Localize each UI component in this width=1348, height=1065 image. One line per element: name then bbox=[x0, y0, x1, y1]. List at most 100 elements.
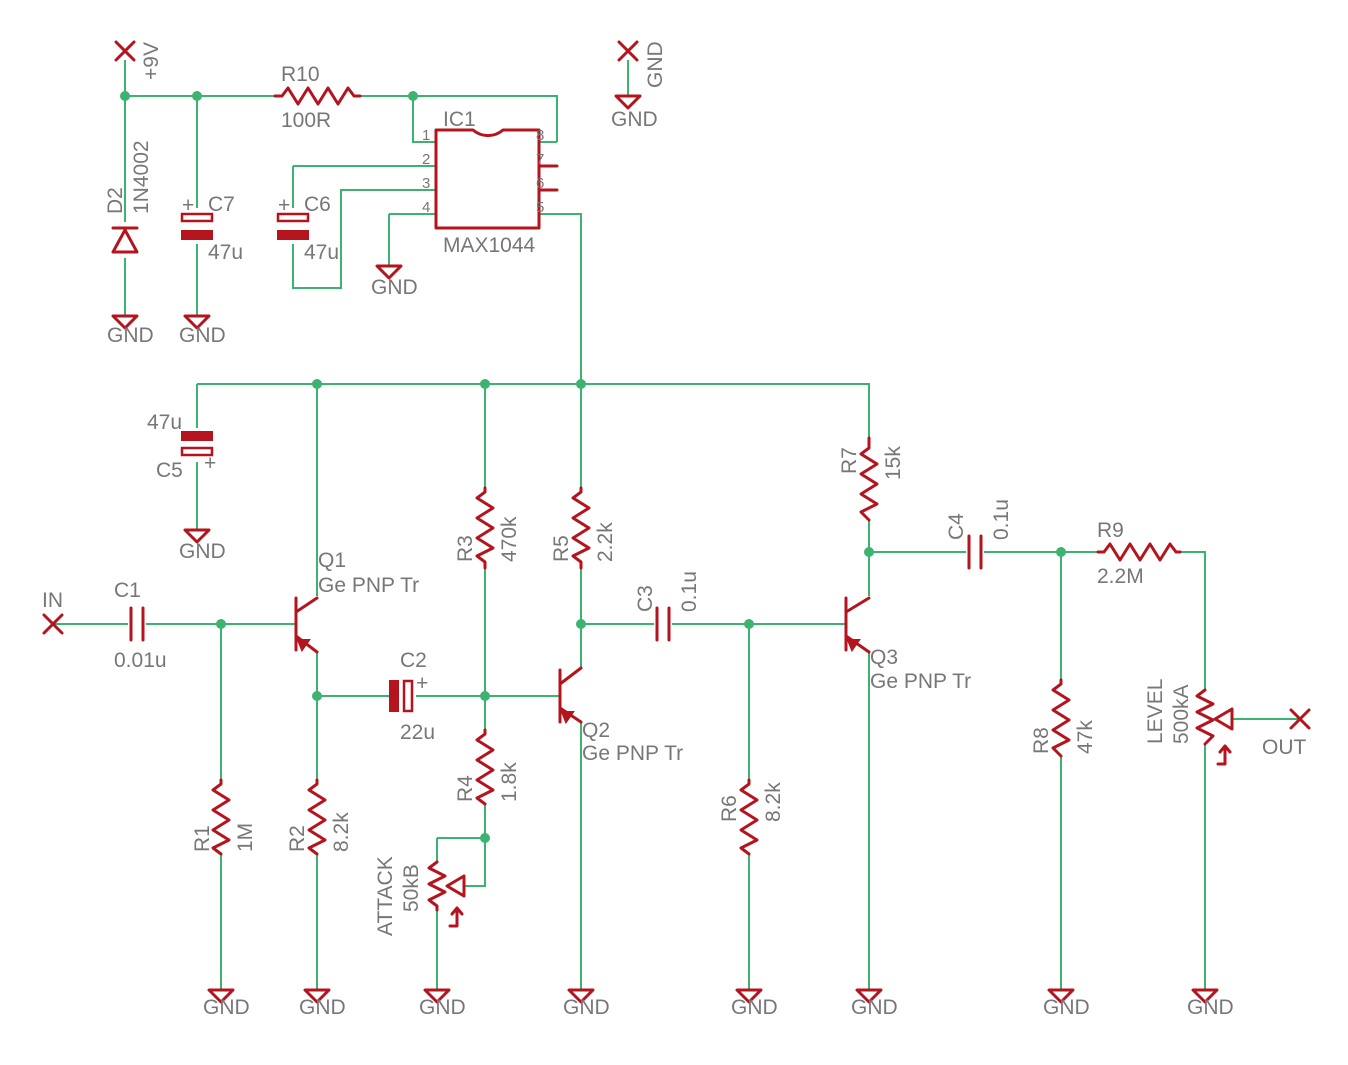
svg-text:R1: R1 bbox=[191, 825, 214, 852]
svg-text:GND: GND bbox=[731, 996, 778, 1019]
svg-text:R10: R10 bbox=[281, 63, 320, 86]
svg-text:1: 1 bbox=[422, 127, 430, 144]
capacitor-c1: C1 0.01u bbox=[114, 579, 167, 672]
supply-label: +9V bbox=[140, 42, 163, 80]
svg-text:C5: C5 bbox=[156, 459, 183, 482]
gnd-icon: GND bbox=[371, 264, 418, 299]
svg-text:R8: R8 bbox=[1030, 727, 1053, 754]
svg-text:470k: 470k bbox=[498, 516, 521, 562]
potentiometer-attack: ATTACK 50kB bbox=[374, 856, 466, 936]
svg-text:50kB: 50kB bbox=[400, 864, 423, 912]
junction bbox=[312, 691, 322, 701]
svg-text:GND: GND bbox=[851, 996, 898, 1019]
gnd-icon: GND bbox=[1043, 988, 1090, 1019]
svg-text:GND: GND bbox=[1043, 996, 1090, 1019]
svg-text:GND: GND bbox=[179, 540, 226, 563]
gnd-flag-label: GND bbox=[644, 41, 667, 88]
svg-text:2.2k: 2.2k bbox=[594, 522, 617, 562]
svg-text:Ge PNP Tr: Ge PNP Tr bbox=[870, 670, 971, 693]
svg-text:47u: 47u bbox=[208, 241, 243, 264]
ic1-name: IC1 bbox=[443, 108, 476, 131]
junction bbox=[864, 547, 874, 557]
junction bbox=[192, 91, 202, 101]
svg-text:+: + bbox=[416, 672, 428, 695]
svg-text:8: 8 bbox=[536, 127, 544, 144]
resistor-r5: R5 2.2k bbox=[550, 486, 617, 570]
ground-symbols: GND GND GND GND GND GND GND GND GND GND … bbox=[107, 94, 1234, 1019]
gnd-icon: GND bbox=[107, 314, 154, 347]
svg-text:2.2M: 2.2M bbox=[1097, 565, 1144, 588]
input-label: IN bbox=[42, 589, 63, 612]
resistor-r4: R4 1.8k bbox=[454, 728, 521, 806]
svg-text:+: + bbox=[182, 194, 194, 217]
svg-text:22u: 22u bbox=[400, 721, 435, 744]
svg-text:GND: GND bbox=[611, 108, 658, 131]
svg-text:C7: C7 bbox=[208, 193, 235, 216]
junction bbox=[744, 619, 754, 629]
svg-text:+: + bbox=[204, 452, 216, 475]
gnd-icon: GND bbox=[1187, 988, 1234, 1019]
junction bbox=[480, 833, 490, 843]
svg-text:7: 7 bbox=[536, 151, 544, 168]
svg-text:GND: GND bbox=[371, 276, 418, 299]
svg-text:GND: GND bbox=[299, 996, 346, 1019]
resistor-r2: R2 8.2k bbox=[286, 778, 353, 856]
junction bbox=[480, 691, 490, 701]
svg-text:R7: R7 bbox=[838, 447, 861, 474]
resistor-r7: R7 15k bbox=[838, 436, 905, 522]
svg-text:C3: C3 bbox=[634, 585, 657, 612]
svg-text:C6: C6 bbox=[304, 193, 331, 216]
junction bbox=[312, 379, 322, 389]
capacitor-c2: + C2 22u bbox=[389, 649, 435, 744]
svg-text:4: 4 bbox=[422, 199, 430, 216]
svg-text:0.1u: 0.1u bbox=[678, 571, 701, 612]
svg-text:R5: R5 bbox=[550, 535, 573, 562]
svg-text:Ge PNP Tr: Ge PNP Tr bbox=[318, 574, 419, 597]
svg-text:Q1: Q1 bbox=[318, 549, 346, 572]
svg-text:LEVEL: LEVEL bbox=[1144, 679, 1167, 744]
svg-text:R4: R4 bbox=[454, 775, 477, 802]
svg-text:ATTACK: ATTACK bbox=[374, 856, 397, 936]
output-label: OUT bbox=[1262, 736, 1307, 759]
junction bbox=[480, 379, 490, 389]
svg-text:R3: R3 bbox=[454, 535, 477, 562]
svg-text:1M: 1M bbox=[234, 823, 257, 852]
capacitor-c3: C3 0.1u bbox=[634, 571, 701, 642]
junctions bbox=[120, 91, 1066, 843]
svg-text:D2: D2 bbox=[104, 187, 127, 214]
svg-text:GND: GND bbox=[107, 324, 154, 347]
wires bbox=[55, 60, 1300, 990]
svg-text:GND: GND bbox=[1187, 996, 1234, 1019]
junction bbox=[120, 91, 130, 101]
svg-text:R2: R2 bbox=[286, 825, 309, 852]
resistor-r10: R10 100R bbox=[273, 63, 362, 132]
svg-text:GND: GND bbox=[563, 996, 610, 1019]
junction bbox=[576, 379, 586, 389]
svg-text:+: + bbox=[278, 194, 290, 217]
gnd-flag-connector: GND bbox=[617, 40, 667, 96]
svg-text:0.01u: 0.01u bbox=[114, 649, 167, 672]
transistor-q1: Q1 Ge PNP Tr bbox=[294, 549, 419, 654]
svg-text:100R: 100R bbox=[281, 109, 331, 132]
svg-text:6: 6 bbox=[536, 175, 544, 192]
svg-text:GND: GND bbox=[203, 996, 250, 1019]
junction bbox=[1056, 547, 1066, 557]
junction bbox=[408, 91, 418, 101]
svg-text:Q3: Q3 bbox=[870, 646, 898, 669]
svg-text:Ge PNP Tr: Ge PNP Tr bbox=[582, 742, 683, 765]
resistor-r9: R9 2.2M bbox=[1096, 519, 1182, 588]
svg-text:0.1u: 0.1u bbox=[990, 499, 1013, 540]
svg-text:47u: 47u bbox=[304, 241, 339, 264]
svg-text:500kA: 500kA bbox=[1170, 684, 1193, 744]
gnd-icon: GND bbox=[299, 988, 346, 1019]
gnd-icon: GND bbox=[419, 988, 466, 1019]
svg-text:1N4002: 1N4002 bbox=[130, 140, 153, 214]
resistor-r1: R1 1M bbox=[191, 778, 257, 856]
gnd-icon: GND bbox=[179, 528, 226, 563]
resistor-r8: R8 47k bbox=[1030, 678, 1097, 758]
svg-text:8.2k: 8.2k bbox=[762, 782, 785, 822]
capacitor-c6: + C6 47u bbox=[276, 193, 339, 264]
junction bbox=[576, 619, 586, 629]
svg-text:C1: C1 bbox=[114, 579, 141, 602]
